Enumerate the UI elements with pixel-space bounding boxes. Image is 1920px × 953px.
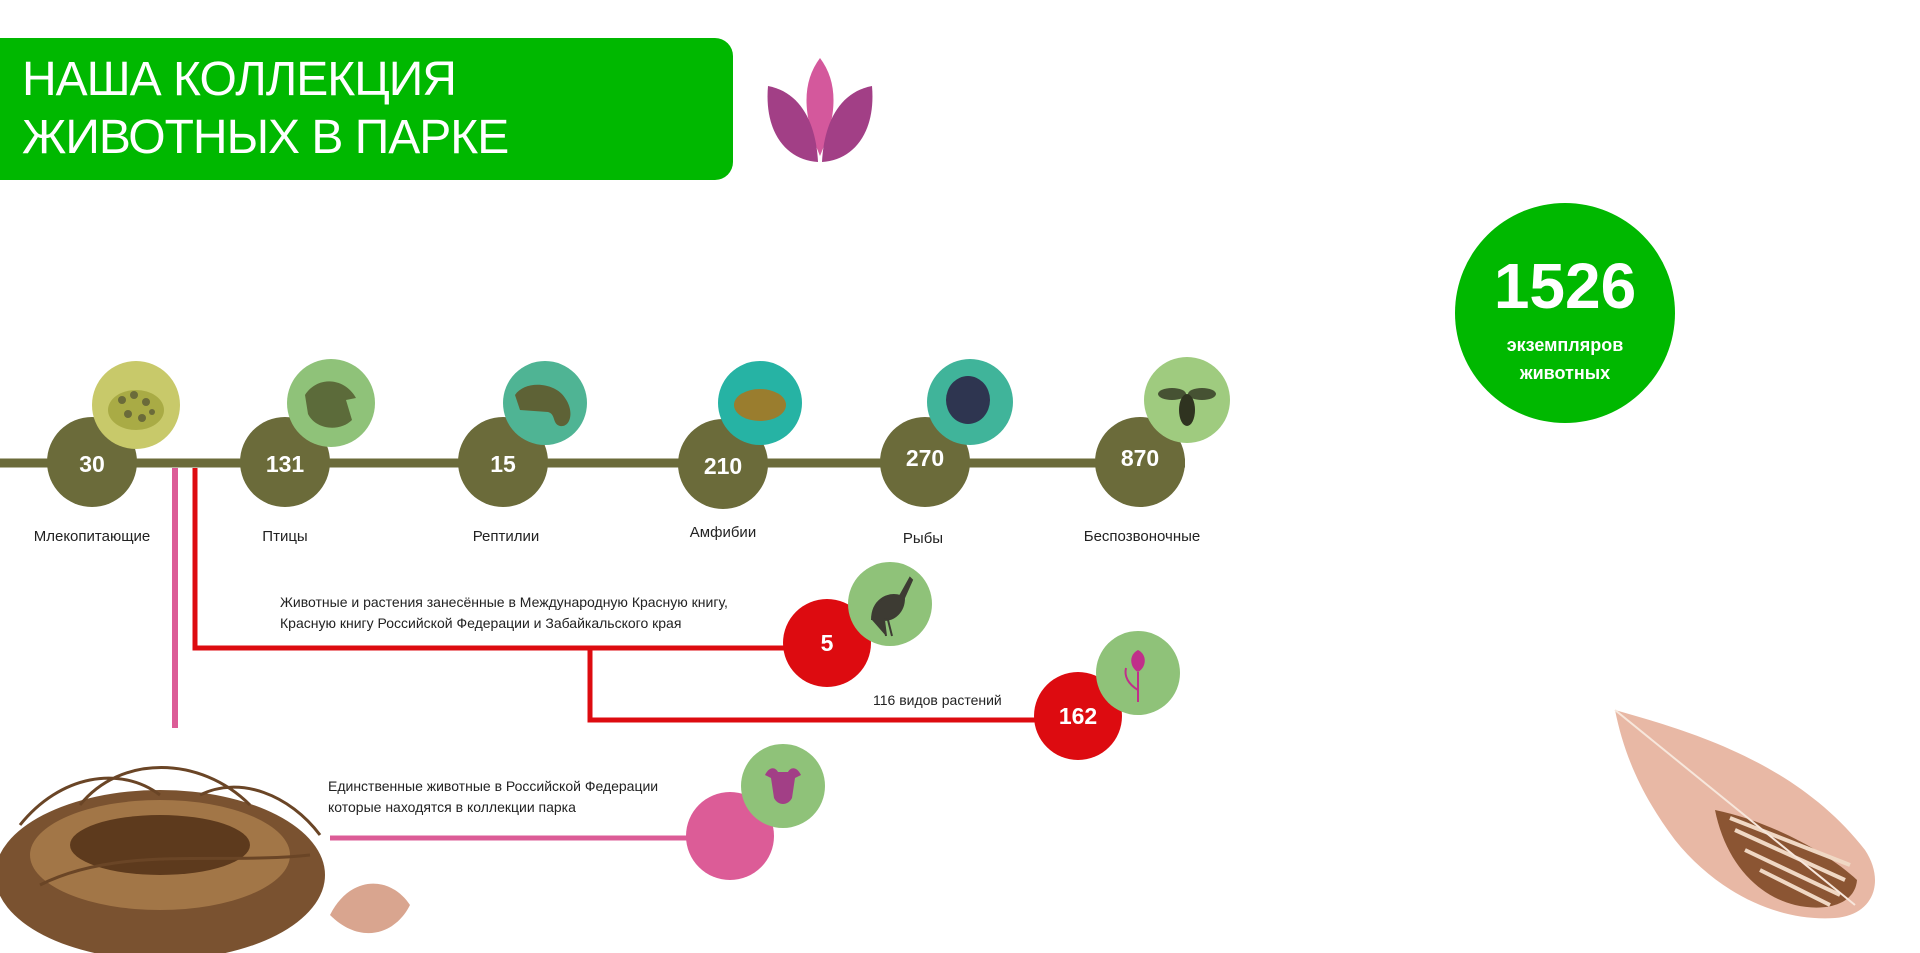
total-count: 1526 bbox=[1493, 250, 1637, 322]
unique-note-line-1: Единственные животные в Российской Федер… bbox=[328, 778, 659, 794]
plants-note: 116 видов растений bbox=[873, 692, 1002, 708]
frog-icon-glyph bbox=[734, 389, 786, 421]
invertebrates-count-circle bbox=[1095, 417, 1185, 507]
lotus-logo-icon bbox=[767, 58, 873, 162]
fish-count: 270 bbox=[906, 445, 944, 471]
bee-icon-glyph bbox=[1158, 388, 1216, 426]
group-reptiles: 15 bbox=[458, 361, 587, 507]
fish-icon-glyph bbox=[946, 376, 990, 424]
red-book-connector bbox=[192, 468, 800, 651]
leopard-icon-glyph bbox=[108, 390, 164, 430]
chameleon-icon-glyph bbox=[515, 384, 571, 427]
title-banner: НАША КОЛЛЕКЦИЯ ЖИВОТНЫХ В ПАРКЕ bbox=[0, 38, 733, 180]
group-invertebrates: 870 bbox=[1095, 357, 1230, 507]
red-book-plants-circle bbox=[1034, 672, 1122, 760]
unique-note-line-2: которые находятся в коллекции парка bbox=[328, 799, 576, 815]
invertebrates-label: Беспозвоночные bbox=[1083, 528, 1201, 545]
feather-image bbox=[1614, 709, 1875, 919]
group-fish: 270 bbox=[880, 359, 1013, 507]
red-book-plants: 162 bbox=[1034, 631, 1180, 760]
stork-icon-glyph bbox=[871, 576, 914, 637]
red-book-note-line-1: Животные и растения занесённые в Междуна… bbox=[280, 594, 728, 610]
yak-icon-glyph bbox=[765, 768, 801, 804]
birds-count: 131 bbox=[266, 451, 305, 477]
red-book-note-line-2: Красную книгу Российской Федерации и Заб… bbox=[280, 615, 682, 631]
fish-count-circle bbox=[880, 417, 970, 507]
plants-connector bbox=[587, 648, 1050, 723]
mammals-count: 30 bbox=[79, 451, 105, 477]
red-book-plants-count: 162 bbox=[1059, 703, 1097, 729]
nest-image bbox=[0, 766, 410, 953]
page-title-line-2: ЖИВОТНЫХ В ПАРКЕ bbox=[22, 111, 509, 164]
mammals-label: Млекопитающие bbox=[33, 528, 151, 545]
total-label: экземпляров животных bbox=[1506, 335, 1624, 383]
reptiles-count: 15 bbox=[490, 451, 516, 477]
page-title-line-1: НАША КОЛЛЕКЦИЯ bbox=[22, 53, 457, 106]
group-amphibians: 210 bbox=[678, 361, 802, 509]
reptiles-label: Рептилии bbox=[472, 528, 540, 545]
red-book-note: Животные и растения занесённые в Междуна… bbox=[280, 592, 728, 634]
red-book-animals: 5 bbox=[783, 562, 932, 687]
eagle-icon-glyph bbox=[305, 381, 356, 428]
unique-note: Единственные животные в Российской Федер… bbox=[328, 776, 658, 818]
amphibians-count: 210 bbox=[704, 453, 742, 479]
fish-label: Рыбы bbox=[902, 530, 944, 547]
birds-label: Птицы bbox=[262, 528, 308, 545]
red-book-animals-circle bbox=[783, 599, 871, 687]
group-birds: 131 bbox=[240, 359, 375, 507]
red-book-animals-count: 5 bbox=[821, 630, 834, 656]
group-mammals: 30 bbox=[47, 361, 180, 507]
amphibians-label: Амфибии bbox=[689, 524, 757, 541]
invertebrates-count: 870 bbox=[1121, 445, 1159, 471]
total-badge: 1526 экземпляров животных bbox=[1455, 203, 1675, 423]
unique-animals bbox=[686, 744, 825, 880]
iris-icon-glyph bbox=[1124, 650, 1145, 702]
